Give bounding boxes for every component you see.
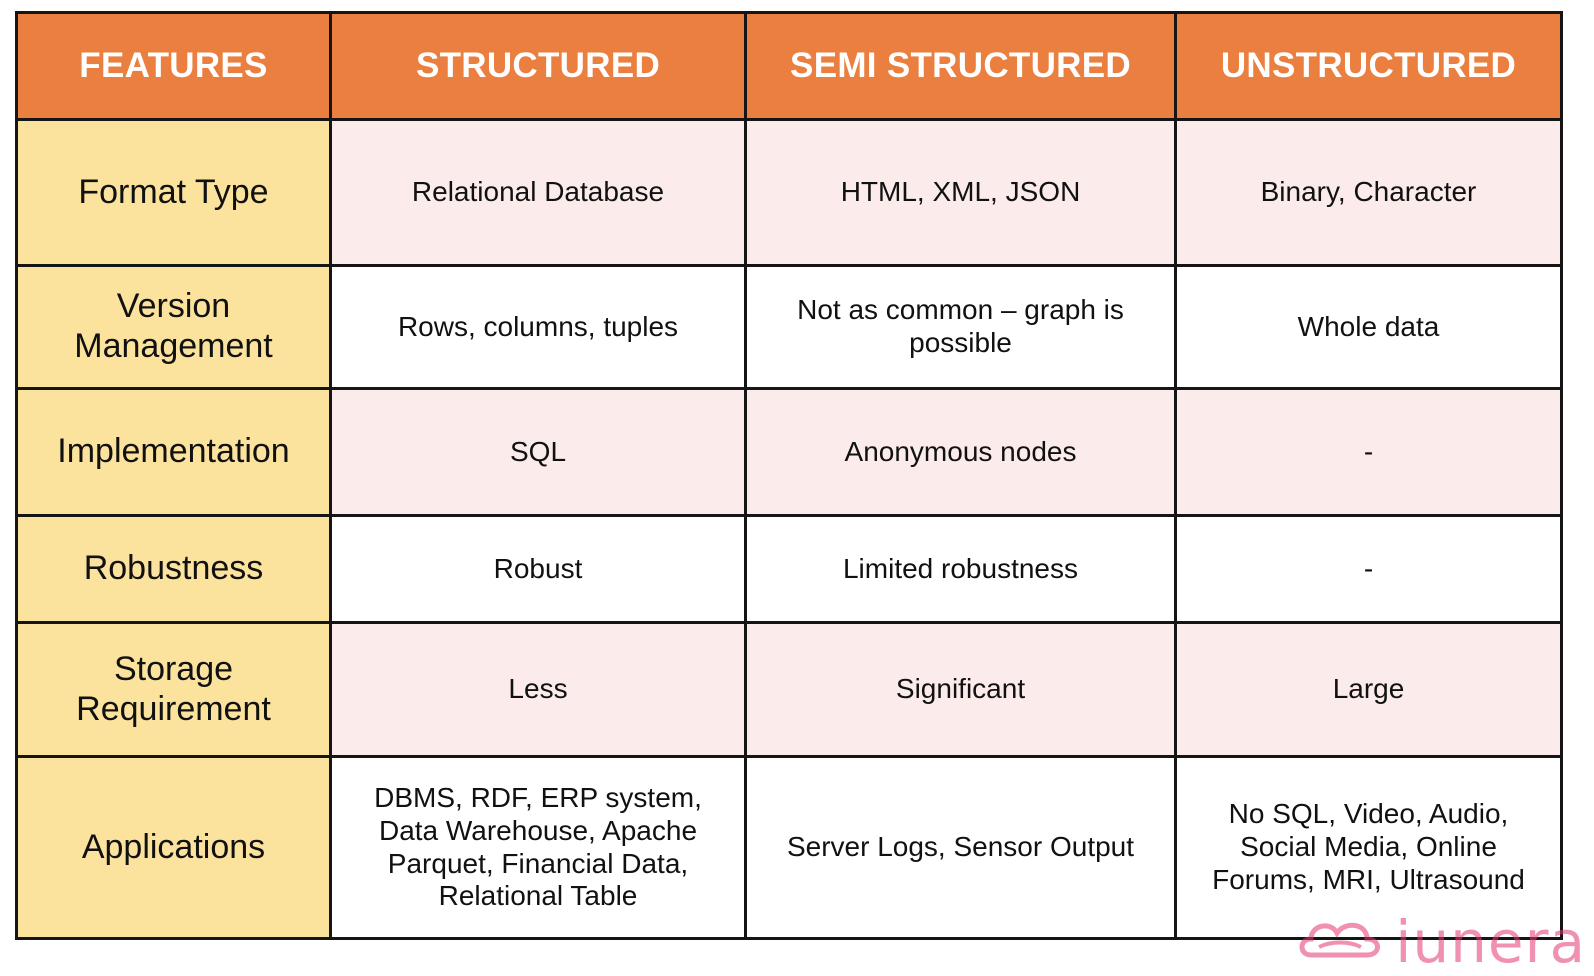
semi-structured-cell: HTML, XML, JSON [744, 118, 1177, 267]
semi-structured-cell: Anonymous nodes [744, 387, 1177, 517]
structured-cell: Less [329, 621, 747, 758]
semi-structured-cell: Significant [744, 621, 1177, 758]
feature-cell: Format Type [15, 118, 332, 267]
semi-structured-cell: Limited robustness [744, 514, 1177, 624]
header-row: FEATURES STRUCTURED SEMI STRUCTURED UNST… [15, 11, 1563, 121]
table-row: Version Management Rows, columns, tuples… [15, 264, 1563, 390]
header-semi-structured: SEMI STRUCTURED [744, 11, 1177, 121]
table-row: Applications DBMS, RDF, ERP system, Data… [15, 755, 1563, 940]
feature-cell: Robustness [15, 514, 332, 624]
header-structured: STRUCTURED [329, 11, 747, 121]
comparison-table-container: FEATURES STRUCTURED SEMI STRUCTURED UNST… [15, 11, 1563, 940]
unstructured-cell: Large [1174, 621, 1563, 758]
table-row: Format Type Relational Database HTML, XM… [15, 118, 1563, 267]
semi-structured-cell: Not as common – graph is possible [744, 264, 1177, 390]
unstructured-cell: Binary, Character [1174, 118, 1563, 267]
table-row: Robustness Robust Limited robustness - [15, 514, 1563, 624]
feature-cell: Applications [15, 755, 332, 940]
table-row: Storage Requirement Less Significant Lar… [15, 621, 1563, 758]
structured-cell: DBMS, RDF, ERP system, Data Warehouse, A… [329, 755, 747, 940]
header-features: FEATURES [15, 11, 332, 121]
structured-cell: Rows, columns, tuples [329, 264, 747, 390]
feature-cell: Version Management [15, 264, 332, 390]
unstructured-cell: Whole data [1174, 264, 1563, 390]
structured-cell: Relational Database [329, 118, 747, 267]
table-row: Implementation SQL Anonymous nodes - [15, 387, 1563, 517]
structured-cell: SQL [329, 387, 747, 517]
header-unstructured: UNSTRUCTURED [1174, 11, 1563, 121]
unstructured-cell: - [1174, 514, 1563, 624]
feature-cell: Implementation [15, 387, 332, 517]
unstructured-cell: - [1174, 387, 1563, 517]
unstructured-cell: No SQL, Video, Audio, Social Media, Onli… [1174, 755, 1563, 940]
feature-cell: Storage Requirement [15, 621, 332, 758]
data-types-comparison-table: FEATURES STRUCTURED SEMI STRUCTURED UNST… [15, 11, 1563, 940]
semi-structured-cell: Server Logs, Sensor Output [744, 755, 1177, 940]
structured-cell: Robust [329, 514, 747, 624]
